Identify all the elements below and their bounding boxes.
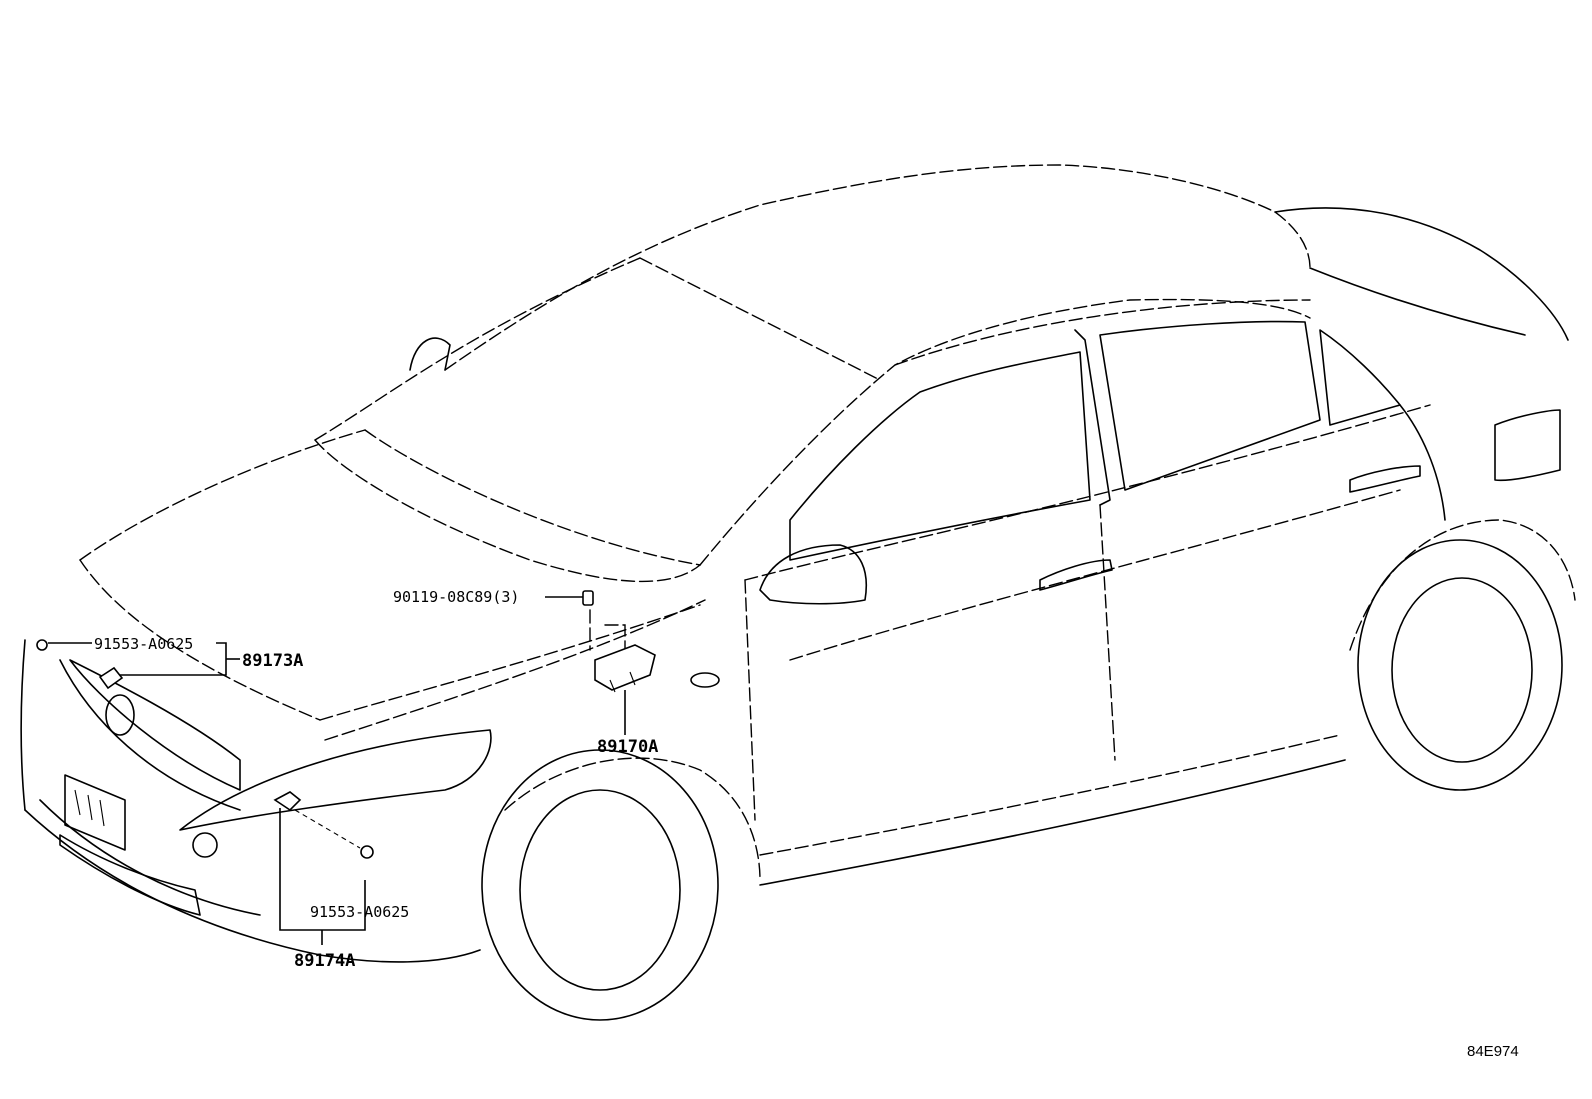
part-89170-ecu [594, 644, 656, 735]
label-89170a: 89170A [597, 737, 658, 757]
label-89173a: 89173A [242, 651, 303, 671]
part-89174-sensor [273, 791, 374, 945]
label-91553-a0625-lower: 91553-A0625 [310, 903, 409, 921]
part-90119-bolt [545, 590, 626, 666]
front-wheel [481, 749, 761, 1021]
figure-reference-code: 84E974 [1467, 1043, 1519, 1060]
label-90119-08c89: 90119-08C89(3) [393, 588, 519, 606]
callouts: 90119-08C89(3) 91553-A0625 89173A 89170A… [94, 588, 1519, 1060]
car-body-outline [20, 164, 1569, 963]
label-89174a: 89174A [294, 951, 355, 971]
rear-wheel [1349, 519, 1576, 791]
label-91553-a0625-upper: 91553-A0625 [94, 635, 193, 653]
part-89173-sensor [36, 639, 240, 690]
